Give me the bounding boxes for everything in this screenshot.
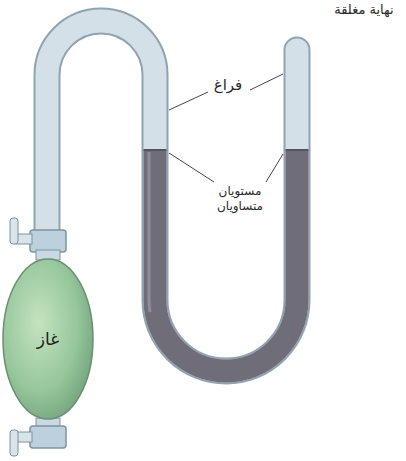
mercury [155,150,297,371]
stopcock-handle [10,430,18,456]
clamp [30,230,66,252]
leader-line [169,153,214,182]
gas-bulb: غاز [2,258,94,420]
gas-label: غاز [37,329,59,349]
part-label: فراغ [200,76,256,95]
leader-line [169,92,208,110]
leader-line [266,154,283,182]
mercury-level [144,149,167,151]
clamp [30,426,66,448]
stopcock-handle [10,218,18,244]
mercury-highlight [149,152,150,312]
mercury-level [286,149,309,151]
leader-line [250,74,283,90]
part-label: نهاية مغلقة [326,2,402,18]
part-label: مستويان متساويان [196,184,284,214]
